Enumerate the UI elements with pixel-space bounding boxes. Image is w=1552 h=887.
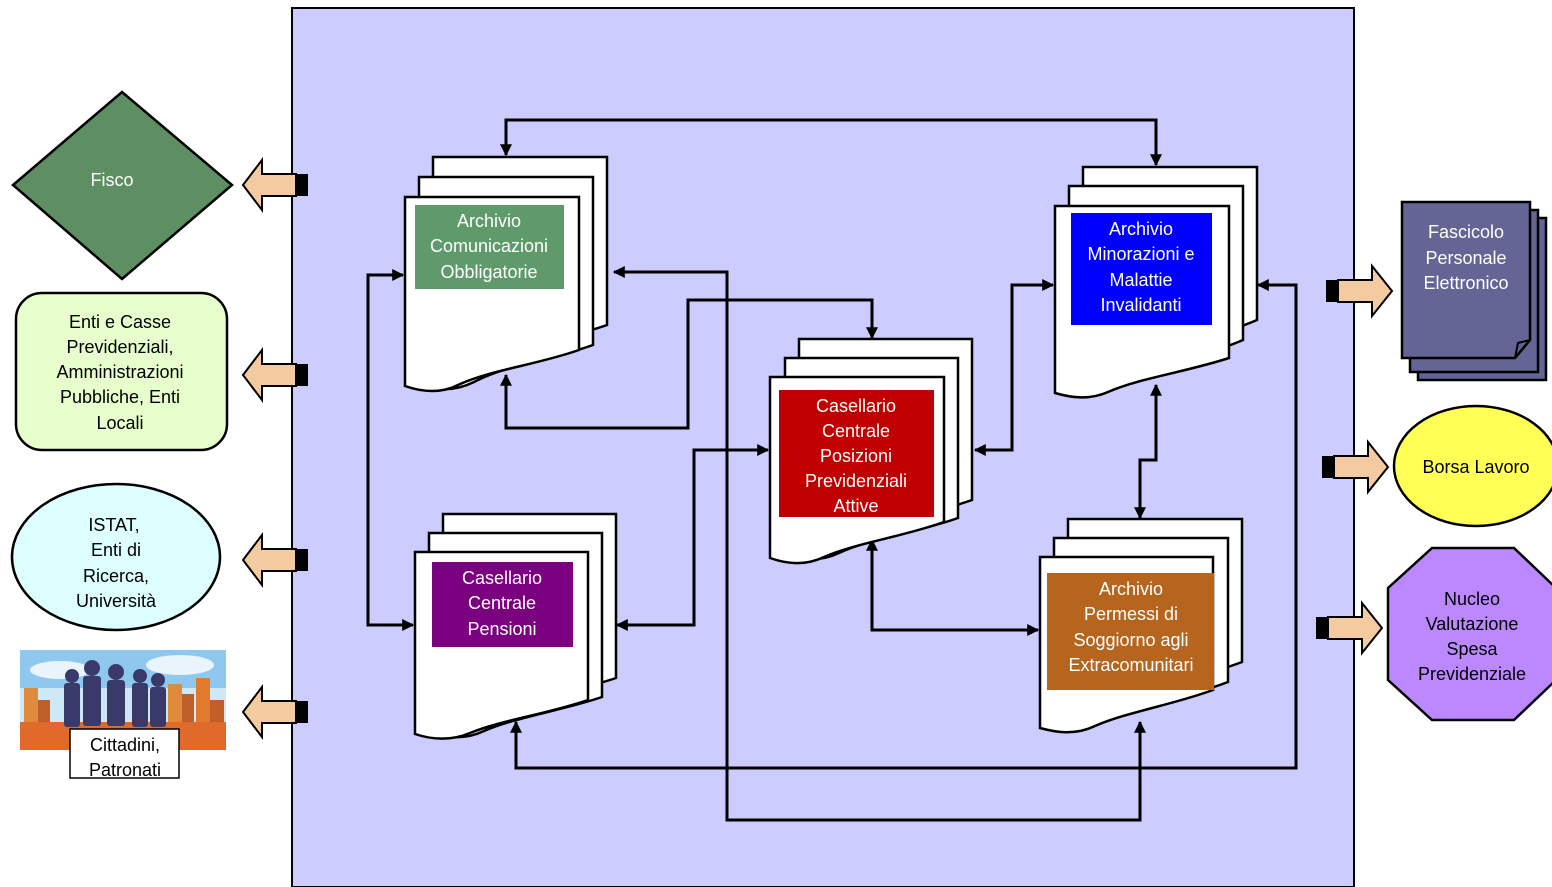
casellario-attive-label: Attive [833,496,878,516]
nucleo-label: Spesa [1446,639,1498,659]
fisco-node: Fisco [11,90,234,281]
archive-permessi-label: Extracomunitari [1068,655,1193,675]
casellario-pensioni-label: Pensioni [467,619,536,639]
enti-node: Enti e Casse Previdenziali, Amministrazi… [14,291,229,452]
left-arrow-fisco [241,157,308,213]
enti-label-line: Locali [96,413,143,433]
casellario-attive-label: Centrale [822,421,890,441]
archive-minorazioni: Archivio Minorazioni e Malattie Invalida… [1053,165,1259,399]
fascicolo-label: Elettronico [1423,273,1508,293]
cittadini-label-line: Patronati [89,760,161,780]
casellario-attive: Casellario Centrale Posizioni Previdenzi… [768,337,974,565]
connector-comunicazioni-permessi [612,266,1146,822]
nucleo-label: Previdenziale [1418,664,1526,684]
right-arrow-borsa [1322,439,1390,495]
casellario-attive-label: Previdenziali [805,471,907,491]
left-arrow-enti [241,347,308,403]
archive-permessi-label: Permessi di [1084,604,1178,624]
casellario-pensioni-label: Casellario [462,568,542,588]
nucleo-label: Valutazione [1426,614,1519,634]
archive-comunicazioni-label: Comunicazioni [430,236,548,256]
enti-label-line: Previdenziali, [66,337,173,357]
enti-label-line: Enti e Casse [69,312,171,332]
archive-minorazioni-label: Malattie [1109,270,1172,290]
left-arrow-cittadini [241,684,308,740]
fascicolo-label: Fascicolo [1428,222,1504,242]
enti-label-line: Amministrazioni [56,362,183,382]
istat-label-line: Università [76,591,157,611]
cittadini-label-line: Cittadini, [90,735,160,755]
fascicolo-node: Fascicolo Personale Elettronico [1400,200,1548,382]
left-arrow-istat [241,532,308,588]
archive-minorazioni-label: Invalidanti [1100,295,1181,315]
nucleo-label: Nucleo [1444,589,1500,609]
connectors [366,118,1298,822]
archive-comunicazioni: Archivio Comunicazioni Obbligatorie [403,155,609,393]
archive-comunicazioni-label: Obbligatorie [440,262,537,282]
right-arrow-nucleo [1316,600,1384,656]
connector-minorazioni-pensioni [510,279,1298,770]
fascicolo-label: Personale [1425,248,1506,268]
nucleo-node: Nucleo Valutazione Spesa Previdenziale [1386,546,1552,722]
casellario-attive-label: Posizioni [820,446,892,466]
archive-minorazioni-label: Archivio [1109,219,1173,239]
cittadini-node: Cittadini, Patronati [20,650,226,780]
fisco-label: Fisco [90,170,133,190]
archive-permessi: Archivio Permessi di Soggiorno agli Extr… [1038,517,1244,734]
istat-label-line: ISTAT, [88,515,139,535]
casellario-pensioni: Casellario Centrale Pensioni [413,512,618,740]
archive-permessi-label: Archivio [1099,579,1163,599]
archive-permessi-label: Soggiorno agli [1073,630,1188,650]
connector-left-bus [366,269,415,631]
archive-comunicazioni-label: Archivio [457,211,521,231]
right-arrow-fascicolo [1326,263,1394,319]
enti-label-line: Pubbliche, Enti [60,387,180,407]
casellario-attive-label: Casellario [816,396,896,416]
istat-label-line: Ricerca, [83,566,149,586]
archive-minorazioni-label: Minorazioni e [1087,244,1194,264]
borsa-node: Borsa Lavoro [1392,404,1552,528]
connector-top [500,118,1162,167]
borsa-label: Borsa Lavoro [1422,457,1529,477]
casellario-pensioni-label: Centrale [468,593,536,613]
istat-node: ISTAT, Enti di Ricerca, Università [10,482,222,632]
istat-label-line: Enti di [91,540,141,560]
